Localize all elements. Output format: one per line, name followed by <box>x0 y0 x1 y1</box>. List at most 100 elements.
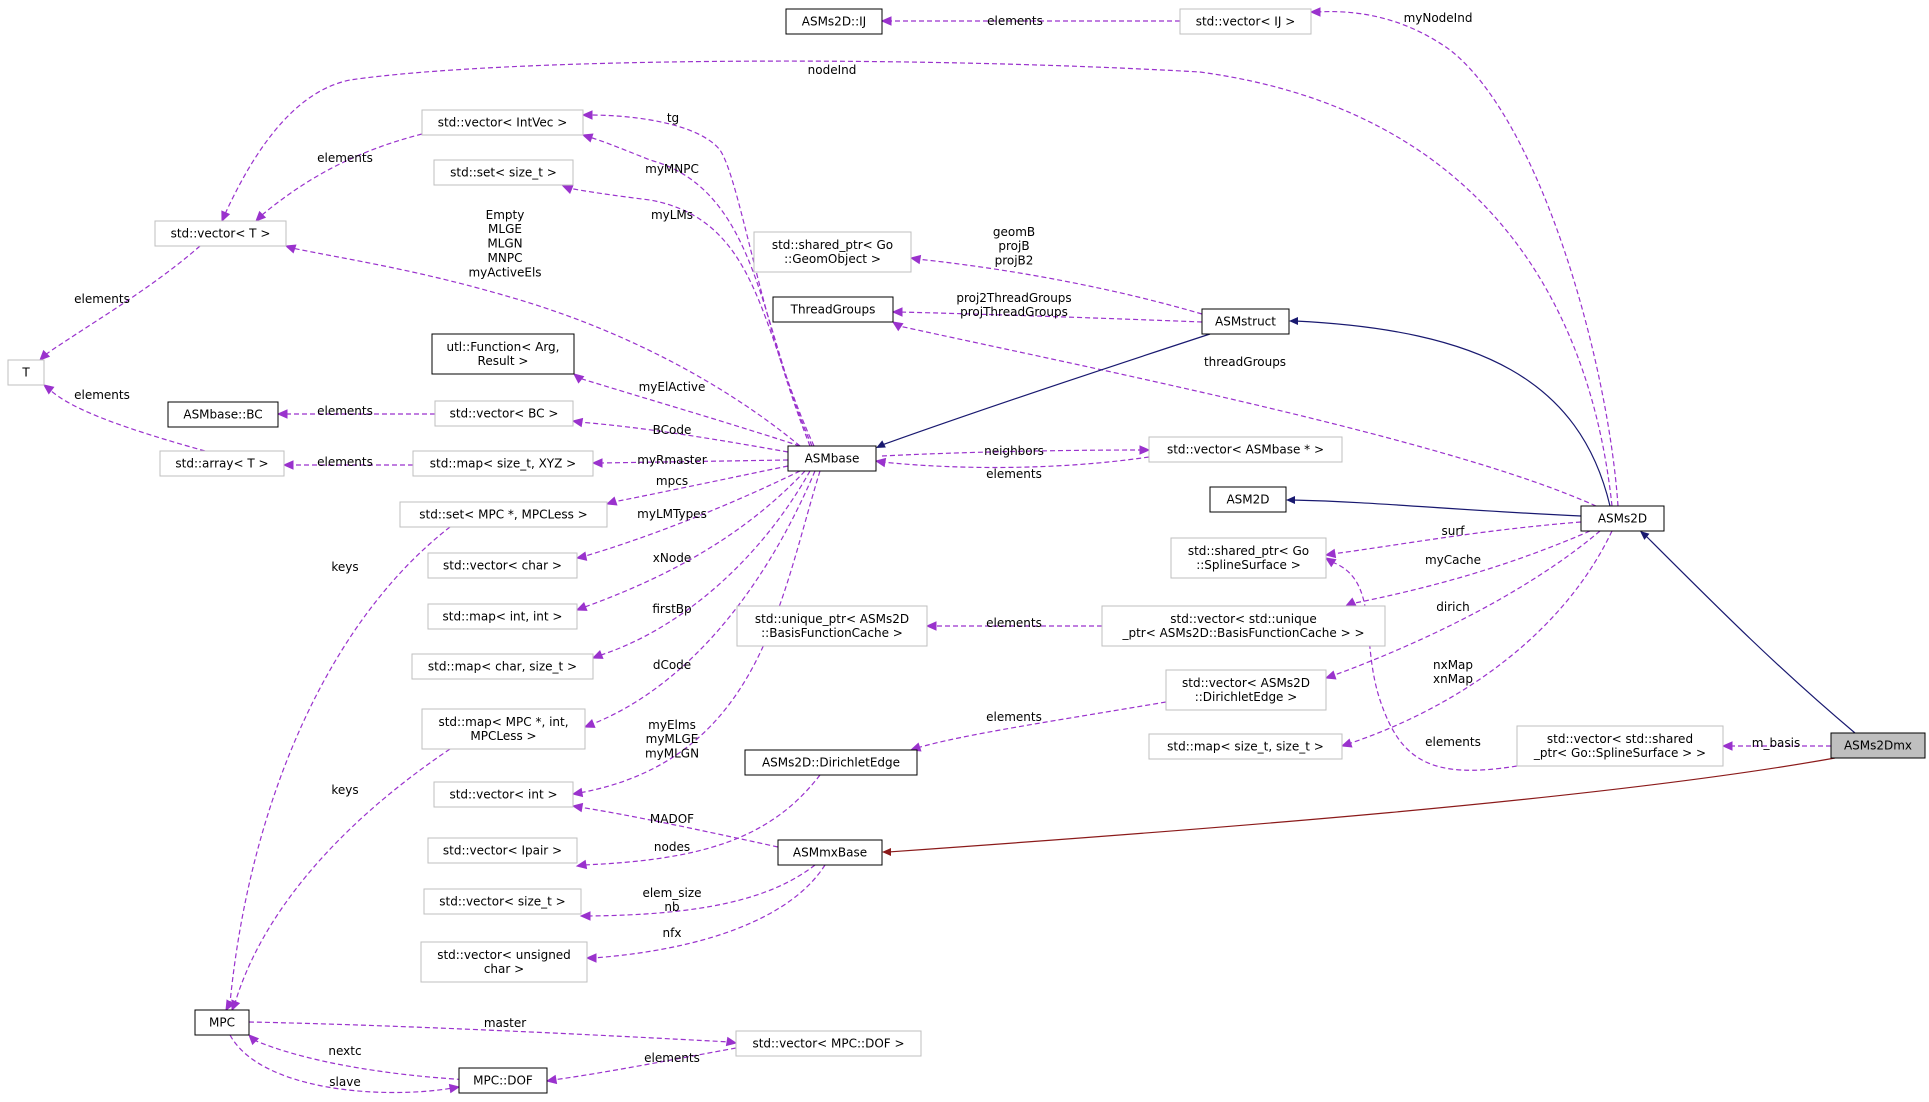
edge-mpc-slave-arrowhead <box>448 1083 461 1094</box>
class-node-box <box>772 296 894 323</box>
class-node-asm2d[interactable]: ASM2D <box>1209 486 1287 513</box>
edge-asmbase-firstbp-arrowhead <box>591 650 604 659</box>
edge-label-diredge-elements: elements <box>986 710 1042 724</box>
edge-array-t-to-t <box>43 384 206 452</box>
class-node-vec-unique-bfc: std::vector< std::unique_ptr< ASMs2D::Ba… <box>1101 605 1386 647</box>
edge-asmmxbase-nfx <box>585 864 826 963</box>
edge-label-vect-elements: elements <box>74 292 130 306</box>
edge-label-myLMs: myLMs <box>651 208 693 222</box>
class-node-asms2d-ij[interactable]: ASMs2D::IJ <box>785 8 883 35</box>
class-node-utl-function[interactable]: utl::Function< Arg,Result > <box>431 333 575 375</box>
class-node-vec-shared-spline: std::vector< std::shared_ptr< Go::Spline… <box>1516 725 1724 767</box>
edge-map-mpc-to-mpc-arrowhead <box>231 999 241 1012</box>
edge-label-nextc: nextc <box>328 1044 361 1058</box>
class-node-vec-sizet: std::vector< size_t > <box>423 888 582 915</box>
edge-vec-t-to-t <box>39 245 201 361</box>
class-node-label: std::shared_ptr< Go <box>772 238 893 252</box>
edge-map-mpc-to-mpc <box>231 748 451 1012</box>
edge-vec-asmbase-to-asmbase-arrowhead <box>874 457 887 468</box>
class-node-vec-ij: std::vector< IJ > <box>1179 8 1312 35</box>
edge-mpc-dof-nextc <box>248 1034 471 1081</box>
edge-asms2d-mycache-arrowhead <box>1344 597 1357 607</box>
class-node-label: std::set< MPC *, MPCLess > <box>419 508 587 522</box>
edge-asmbase-xnode-arrowhead <box>575 602 588 611</box>
edge-asms2dmx-mbasis-arrowhead <box>1721 741 1733 751</box>
class-node-box <box>1516 725 1724 767</box>
class-node-label: ASMstruct <box>1215 315 1276 329</box>
edge-vec-ij-to-ij <box>880 16 1180 26</box>
class-node-box <box>1179 8 1312 35</box>
class-node-diredge[interactable]: ASMs2D::DirichletEdge <box>744 749 918 776</box>
edge-label-mpcs: mpcs <box>656 474 688 488</box>
edge-label-myRmaster: myRmaster <box>637 453 707 467</box>
edge-asmstruct-proj <box>891 307 1203 323</box>
class-node-mpc-dof[interactable]: MPC::DOF <box>458 1067 548 1094</box>
class-node-mpc[interactable]: MPC <box>194 1009 250 1036</box>
edge-label-nfx: nfx <box>663 926 682 940</box>
class-node-box <box>1830 732 1926 759</box>
class-node-asms2dmx[interactable]: ASMs2Dmx <box>1830 732 1926 759</box>
edge-asms2d-mycache <box>1344 530 1591 607</box>
class-node-label: std::vector< std::unique <box>1170 612 1316 626</box>
edge-vec-t-to-t-arrowhead <box>39 349 51 361</box>
class-node-label: utl::Function< Arg, <box>446 340 559 354</box>
class-node-shared-geom: std::shared_ptr< Go::GeomObject > <box>753 231 912 273</box>
edge-asmbase-myrmaster-arrowhead <box>591 458 603 468</box>
edge-asms2d-to-asmstruct <box>1289 317 1611 507</box>
edge-vec-bc-to-bc-arrowhead <box>276 409 288 419</box>
class-node-threadgroups[interactable]: ThreadGroups <box>772 296 894 323</box>
class-node-label: std::unique_ptr< ASMs2D <box>755 612 909 626</box>
edge-asmbase-xnode <box>575 470 806 611</box>
class-node-label: std::vector< std::shared <box>1547 732 1693 746</box>
class-node-box <box>399 501 608 528</box>
edge-asmstruct-proj-arrowhead <box>891 307 903 317</box>
class-node-box <box>411 653 594 680</box>
class-node-asmbase-bc[interactable]: ASMbase::BC <box>167 401 279 428</box>
edge-asmbase-mpcs-arrowhead <box>605 496 618 506</box>
edge-asms2dmx-to-asmmxbase <box>882 757 1836 856</box>
edge-asms2d-threadgroups-arrowhead <box>891 321 904 332</box>
class-node-T: T <box>7 359 45 386</box>
edge-label-myMNPC: myMNPC <box>645 162 699 176</box>
class-node-box <box>1201 308 1290 335</box>
class-node-vec-bc: std::vector< BC > <box>434 400 574 427</box>
edge-mpc-master <box>248 1021 738 1047</box>
class-node-asmbase[interactable]: ASMbase <box>787 445 877 472</box>
edge-label-xNode: xNode <box>653 551 691 565</box>
nodes-layer: ASMs2D::IJ std::vector< IJ >std::vector< … <box>7 8 1926 1094</box>
class-node-label: char > <box>484 962 524 976</box>
class-node-asms2d[interactable]: ASMs2D <box>1580 505 1665 532</box>
edge-label-vecintvec-elements: elements <box>317 151 373 165</box>
edge-asms2d-nxmap <box>1340 530 1613 748</box>
edge-label-uniquebfc-elements: elements <box>986 616 1042 630</box>
edge-asmbase-mymnpc <box>581 133 813 447</box>
class-node-box <box>1148 436 1343 463</box>
edge-label-firstBp: firstBp <box>652 602 691 616</box>
class-node-asmmxbase[interactable]: ASMmxBase <box>777 839 883 866</box>
class-node-label: std::vector< ASMs2D <box>1182 676 1310 690</box>
edge-vec-intvec-to-vec-t <box>255 133 423 222</box>
edge-asms2d-surf-arrowhead <box>1324 548 1337 559</box>
class-node-label: _ptr< Go::SplineSurface > > <box>1533 746 1706 760</box>
class-node-box <box>427 603 578 630</box>
class-node-box <box>787 445 877 472</box>
edge-asmbase-myrmaster <box>591 458 789 468</box>
edge-asmbase-firstbp <box>591 470 811 659</box>
edge-asmbase-mylmtypes-arrowhead <box>575 551 588 561</box>
edge-label-vecasmbase-elements: elements <box>986 467 1042 481</box>
class-node-vec-mpc-dof: std::vector< MPC::DOF > <box>735 1030 922 1057</box>
class-node-asmstruct[interactable]: ASMstruct <box>1201 308 1290 335</box>
edge-map-xyz-to-array <box>282 460 413 470</box>
edge-label-threadGroups: threadGroups <box>1204 355 1286 369</box>
class-node-box <box>412 450 594 477</box>
edge-label-dirich: dirich <box>1436 600 1469 614</box>
edge-asms2d-to-asm2d <box>1286 496 1582 517</box>
class-node-label: std::vector< T > <box>171 227 271 241</box>
edge-asms2d-to-vec-ij <box>1309 7 1619 507</box>
class-node-label: std::array< T > <box>175 457 268 471</box>
edge-vec-mpc-dof-to-mpc-dof-arrowhead <box>545 1074 558 1085</box>
class-node-label: ASM2D <box>1226 493 1269 507</box>
edge-label-master: master <box>484 1016 526 1030</box>
